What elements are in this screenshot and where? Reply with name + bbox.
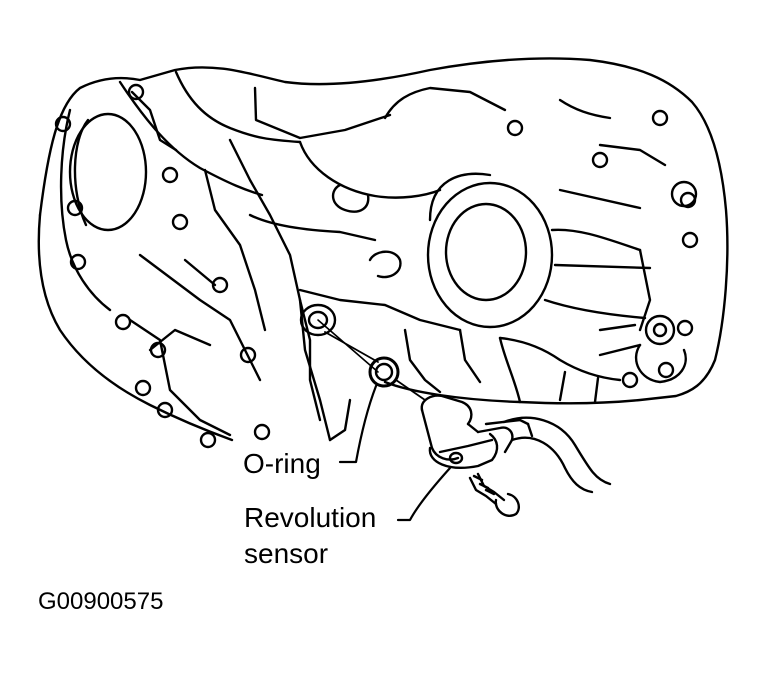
right-cluster <box>598 314 687 384</box>
o-ring <box>368 356 426 401</box>
lower-case <box>248 183 622 442</box>
revolution-sensor <box>420 394 612 494</box>
sensor-bolt <box>468 472 520 517</box>
revolution-sensor-label-line1: Revolution <box>244 502 377 533</box>
center-bore <box>383 86 667 332</box>
callout-leaders <box>317 319 452 522</box>
o-ring-label: O-ring <box>243 448 321 479</box>
bolt-bosses <box>54 83 699 449</box>
sensor-mount-bore <box>299 303 379 363</box>
left-flange <box>68 90 332 442</box>
figure-id: G00900575 <box>38 588 164 615</box>
revolution-sensor-label-line2: sensor <box>244 538 329 569</box>
transmission-case-outline <box>37 57 729 442</box>
